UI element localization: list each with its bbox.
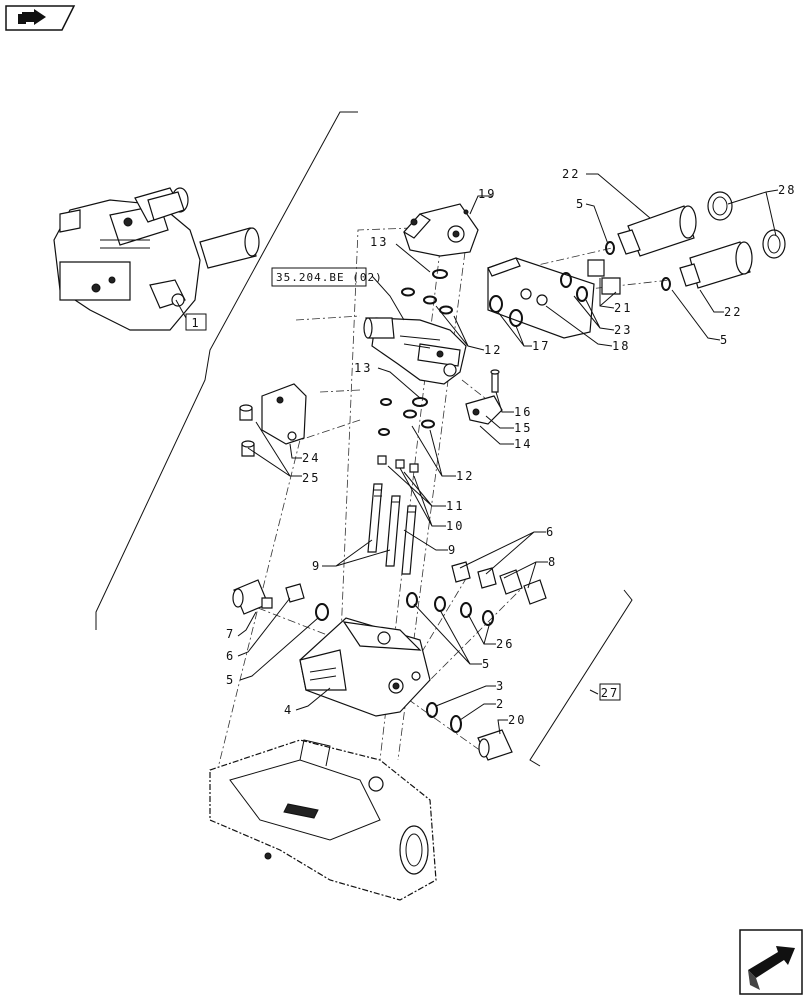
book-arrow-icon[interactable]	[5, 5, 76, 31]
callout-23: 23	[614, 323, 632, 337]
callout-22-lower: 22	[724, 305, 742, 319]
callout-19: 19	[478, 187, 496, 201]
o-ring-3	[426, 702, 438, 718]
callout-10: 10	[446, 519, 464, 533]
plug-7	[232, 579, 273, 615]
callout-9-left: 9	[312, 559, 321, 573]
callout-7: 7	[226, 627, 235, 641]
bracket-part-24	[261, 383, 307, 445]
callout-9-right: 9	[448, 543, 457, 557]
lift-housing	[209, 739, 437, 901]
callout-12-lower: 12	[456, 469, 474, 483]
middle-seals	[377, 397, 435, 473]
callout-15: 15	[514, 421, 532, 435]
callout-20: 20	[508, 713, 526, 727]
callout-11: 11	[446, 499, 464, 513]
plugs-21	[587, 259, 621, 295]
callout-3: 3	[496, 679, 505, 693]
assembly-boundary-lines	[95, 111, 633, 767]
o-rings-23	[560, 272, 588, 302]
o-rings-5-26	[406, 592, 494, 626]
lower-valve-body-4	[299, 617, 431, 717]
callout-5-right: 5	[720, 333, 729, 347]
bolts-25	[239, 404, 255, 457]
next-page-arrow-icon[interactable]	[739, 929, 803, 995]
flange-part-18	[487, 257, 595, 339]
callout-21: 21	[614, 301, 632, 315]
callout-5-upper: 5	[576, 197, 585, 211]
callout-6-left: 6	[226, 649, 235, 663]
valve-assembly-thumbnail	[53, 187, 260, 331]
washer-2	[450, 715, 462, 733]
callout-18: 18	[612, 339, 630, 353]
coupler-22-upper	[605, 205, 697, 257]
callout-1: 1	[191, 316, 200, 330]
callout-5-center: 5	[482, 657, 491, 671]
o-ring-5-left	[315, 603, 329, 621]
callout-27: 27	[601, 686, 619, 700]
callout-28: 28	[778, 183, 796, 197]
callout-13-upper: 13	[370, 235, 388, 249]
lever-parts-14-16	[465, 369, 503, 425]
callout-8: 8	[548, 555, 557, 569]
coupler-22-lower	[661, 241, 753, 291]
callout-26: 26	[496, 637, 514, 651]
upper-seals	[401, 269, 453, 315]
callout-12-upper: 12	[484, 343, 502, 357]
plugs-8	[499, 569, 547, 605]
callout-16: 16	[514, 405, 532, 419]
plug-6-left	[285, 583, 305, 603]
part-19-cover	[403, 203, 479, 257]
plug-20	[477, 729, 513, 761]
callout-24: 24	[302, 451, 320, 465]
assembly-centerlines	[209, 227, 671, 801]
tie-rods-9	[367, 483, 417, 575]
clamps-28	[707, 191, 786, 259]
callout-17: 17	[532, 339, 550, 353]
callout-2: 2	[496, 697, 505, 711]
plugs-6-right	[451, 561, 497, 589]
callout-5-left: 5	[226, 673, 235, 687]
upper-valve-section	[363, 317, 467, 385]
section-reference: 35.204.BE (02)	[276, 271, 383, 284]
leader-lines	[237, 173, 779, 735]
callout-14: 14	[514, 437, 532, 451]
callout-13-lower: 13	[354, 361, 372, 375]
callout-4: 4	[284, 703, 293, 717]
callout-22-upper: 22	[562, 167, 580, 181]
callout-25: 25	[302, 471, 320, 485]
callout-6-right: 6	[546, 525, 555, 539]
